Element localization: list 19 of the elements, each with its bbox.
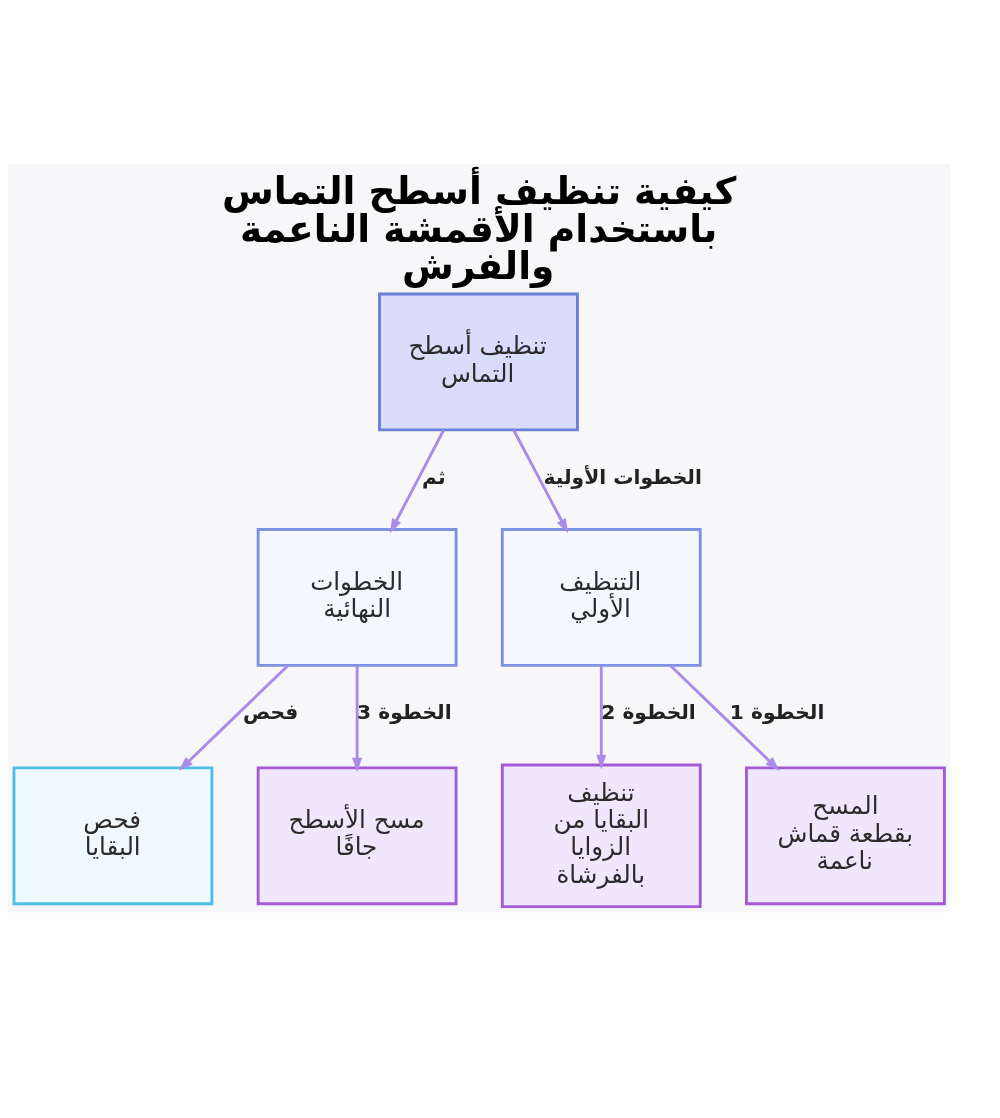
edge-label: الخطوة 2 (601, 700, 696, 725)
edge-label: الخطوة 1 (729, 700, 825, 725)
node-box: التنظيف الأولي (500, 528, 702, 667)
node-box: فحص البقايا (12, 766, 214, 906)
arrow (596, 665, 607, 770)
arrow (512, 429, 569, 534)
node-box: تنظيف أسطح التماس (378, 292, 579, 432)
arrow (352, 665, 363, 773)
edge-label: الخطوة 3 (357, 700, 452, 725)
edge-label: فحص (242, 700, 299, 725)
node-box: مسح الأسطح جافًا (256, 766, 458, 906)
edge-label: ثم (422, 464, 446, 489)
arrow (669, 664, 780, 771)
node-box: المسح بقطعة قماش ناعمة (745, 766, 946, 906)
node-box: تنظيف البقايا من الزوايا بالفرشاة (500, 763, 702, 909)
edge-label: الخطوات الأولية (543, 464, 702, 489)
arrow (178, 664, 289, 771)
arrow (389, 429, 445, 534)
node-box: الخطوات النهائية (256, 528, 458, 667)
